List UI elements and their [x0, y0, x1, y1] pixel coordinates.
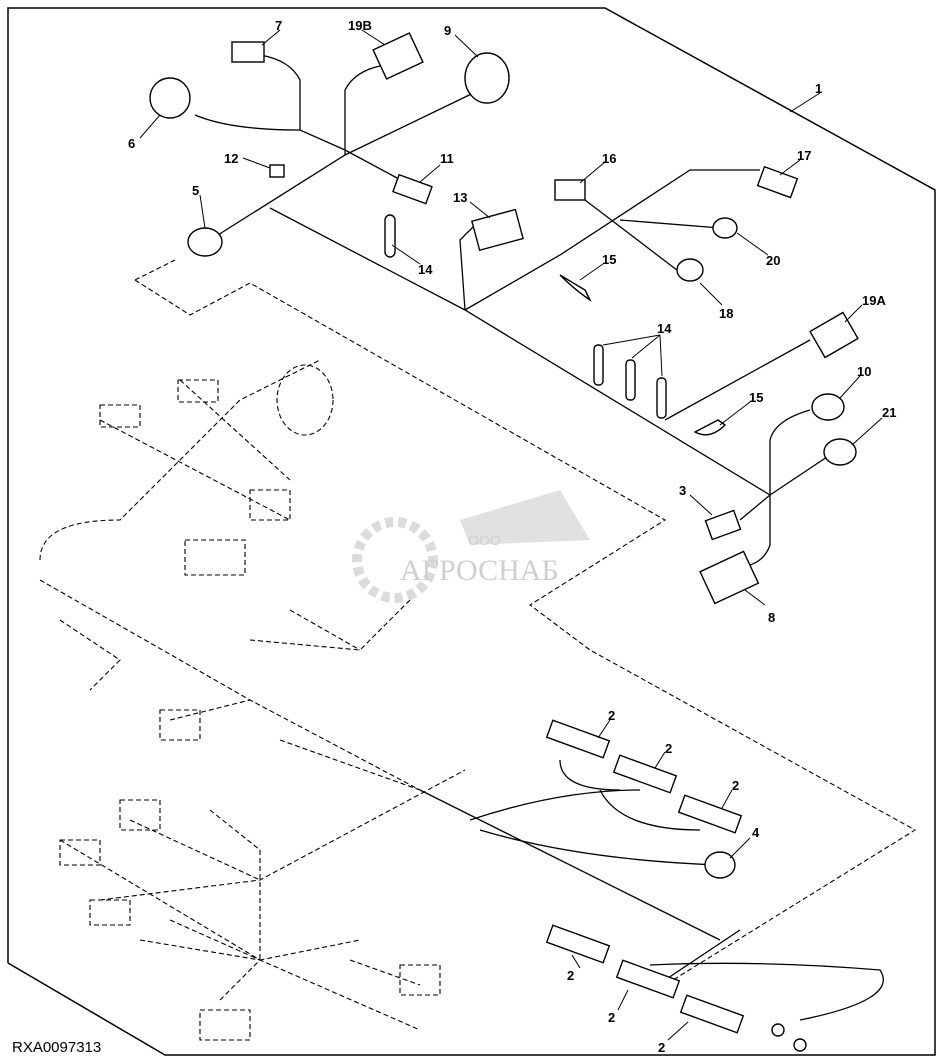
callout-20: 20 [766, 253, 780, 268]
callout-2c: 2 [732, 778, 739, 793]
callout-18: 18 [719, 306, 733, 321]
callout-5: 5 [192, 183, 199, 198]
callout-19a: 19A [862, 293, 886, 308]
watermark: ООО АГРОСНАБ [352, 490, 590, 603]
callout-9: 9 [444, 23, 451, 38]
callout-6: 6 [128, 136, 135, 151]
svg-text:ООО: ООО [468, 532, 501, 548]
callout-19b: 19B [348, 18, 372, 33]
callout-11: 11 [440, 151, 454, 166]
frame-border [7, 7, 936, 1056]
dashed-outline-sections [39, 259, 917, 1041]
callout-7: 7 [275, 18, 282, 33]
svg-text:АГРОСНАБ: АГРОСНАБ [400, 554, 559, 587]
callout-21: 21 [882, 405, 896, 420]
callout-8: 8 [768, 610, 775, 625]
callout-15: 15 [602, 252, 616, 267]
callout-2d: 2 [567, 968, 574, 983]
callout-2a: 2 [608, 708, 615, 723]
callout-14b: 14 [657, 321, 672, 336]
main-harness [194, 54, 884, 1021]
callout-2e: 2 [608, 1010, 615, 1025]
callout-1: 1 [815, 81, 822, 96]
callout-17: 17 [797, 148, 811, 163]
callout-10: 10 [857, 364, 871, 379]
callout-12: 12 [224, 151, 238, 166]
callout-15b: 15 [749, 390, 763, 405]
callout-2b: 2 [665, 741, 672, 756]
callout-14: 14 [418, 262, 433, 277]
figure-id: RXA0097313 [12, 1039, 101, 1056]
callout-4: 4 [752, 825, 760, 840]
callout-13: 13 [453, 190, 467, 205]
leader-lines [139, 29, 883, 1041]
callout-2f: 2 [658, 1040, 665, 1055]
connectors [149, 32, 859, 1052]
callout-labels: 7 19B 9 1 6 12 11 16 17 5 13 14 20 15 18… [128, 18, 896, 1055]
callout-16: 16 [602, 151, 616, 166]
callout-3: 3 [679, 483, 686, 498]
